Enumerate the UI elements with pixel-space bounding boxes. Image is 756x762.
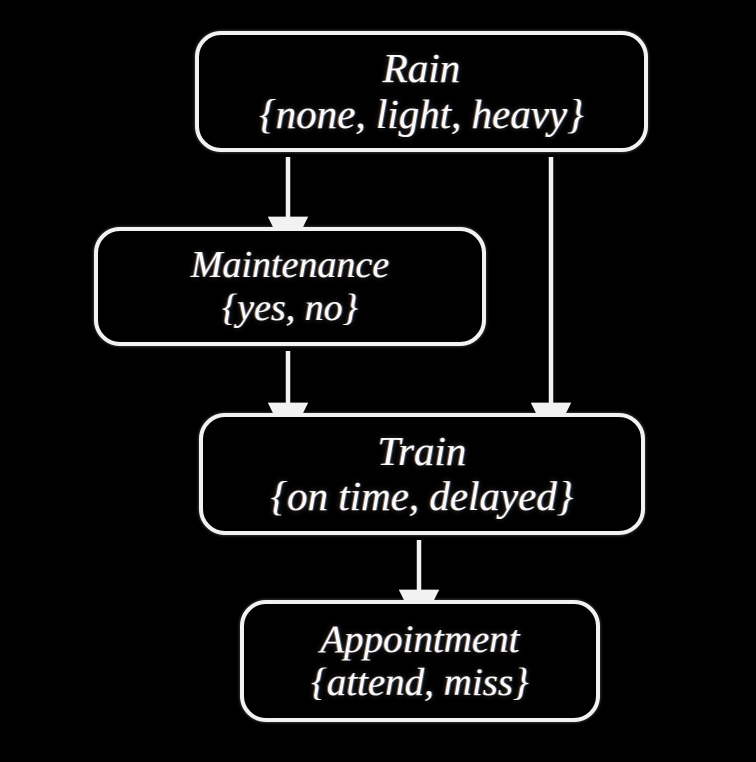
node-rain[interactable]: Rain {none, light, heavy} (195, 31, 648, 152)
node-maintenance-title: Maintenance (190, 244, 390, 287)
node-train-title: Train (377, 427, 467, 474)
node-appointment-states: {attend, miss} (311, 661, 529, 704)
node-appointment[interactable]: Appointment {attend, miss} (240, 600, 600, 722)
node-train-states: {on time, delayed} (270, 473, 574, 519)
node-appointment-title: Appointment (320, 617, 520, 661)
node-rain-title: Rain (382, 45, 461, 92)
node-rain-states: {none, light, heavy} (259, 90, 584, 137)
node-maintenance[interactable]: Maintenance {yes, no} (94, 227, 486, 346)
node-train[interactable]: Train {on time, delayed} (199, 413, 645, 535)
node-maintenance-states: {yes, no} (222, 286, 358, 329)
